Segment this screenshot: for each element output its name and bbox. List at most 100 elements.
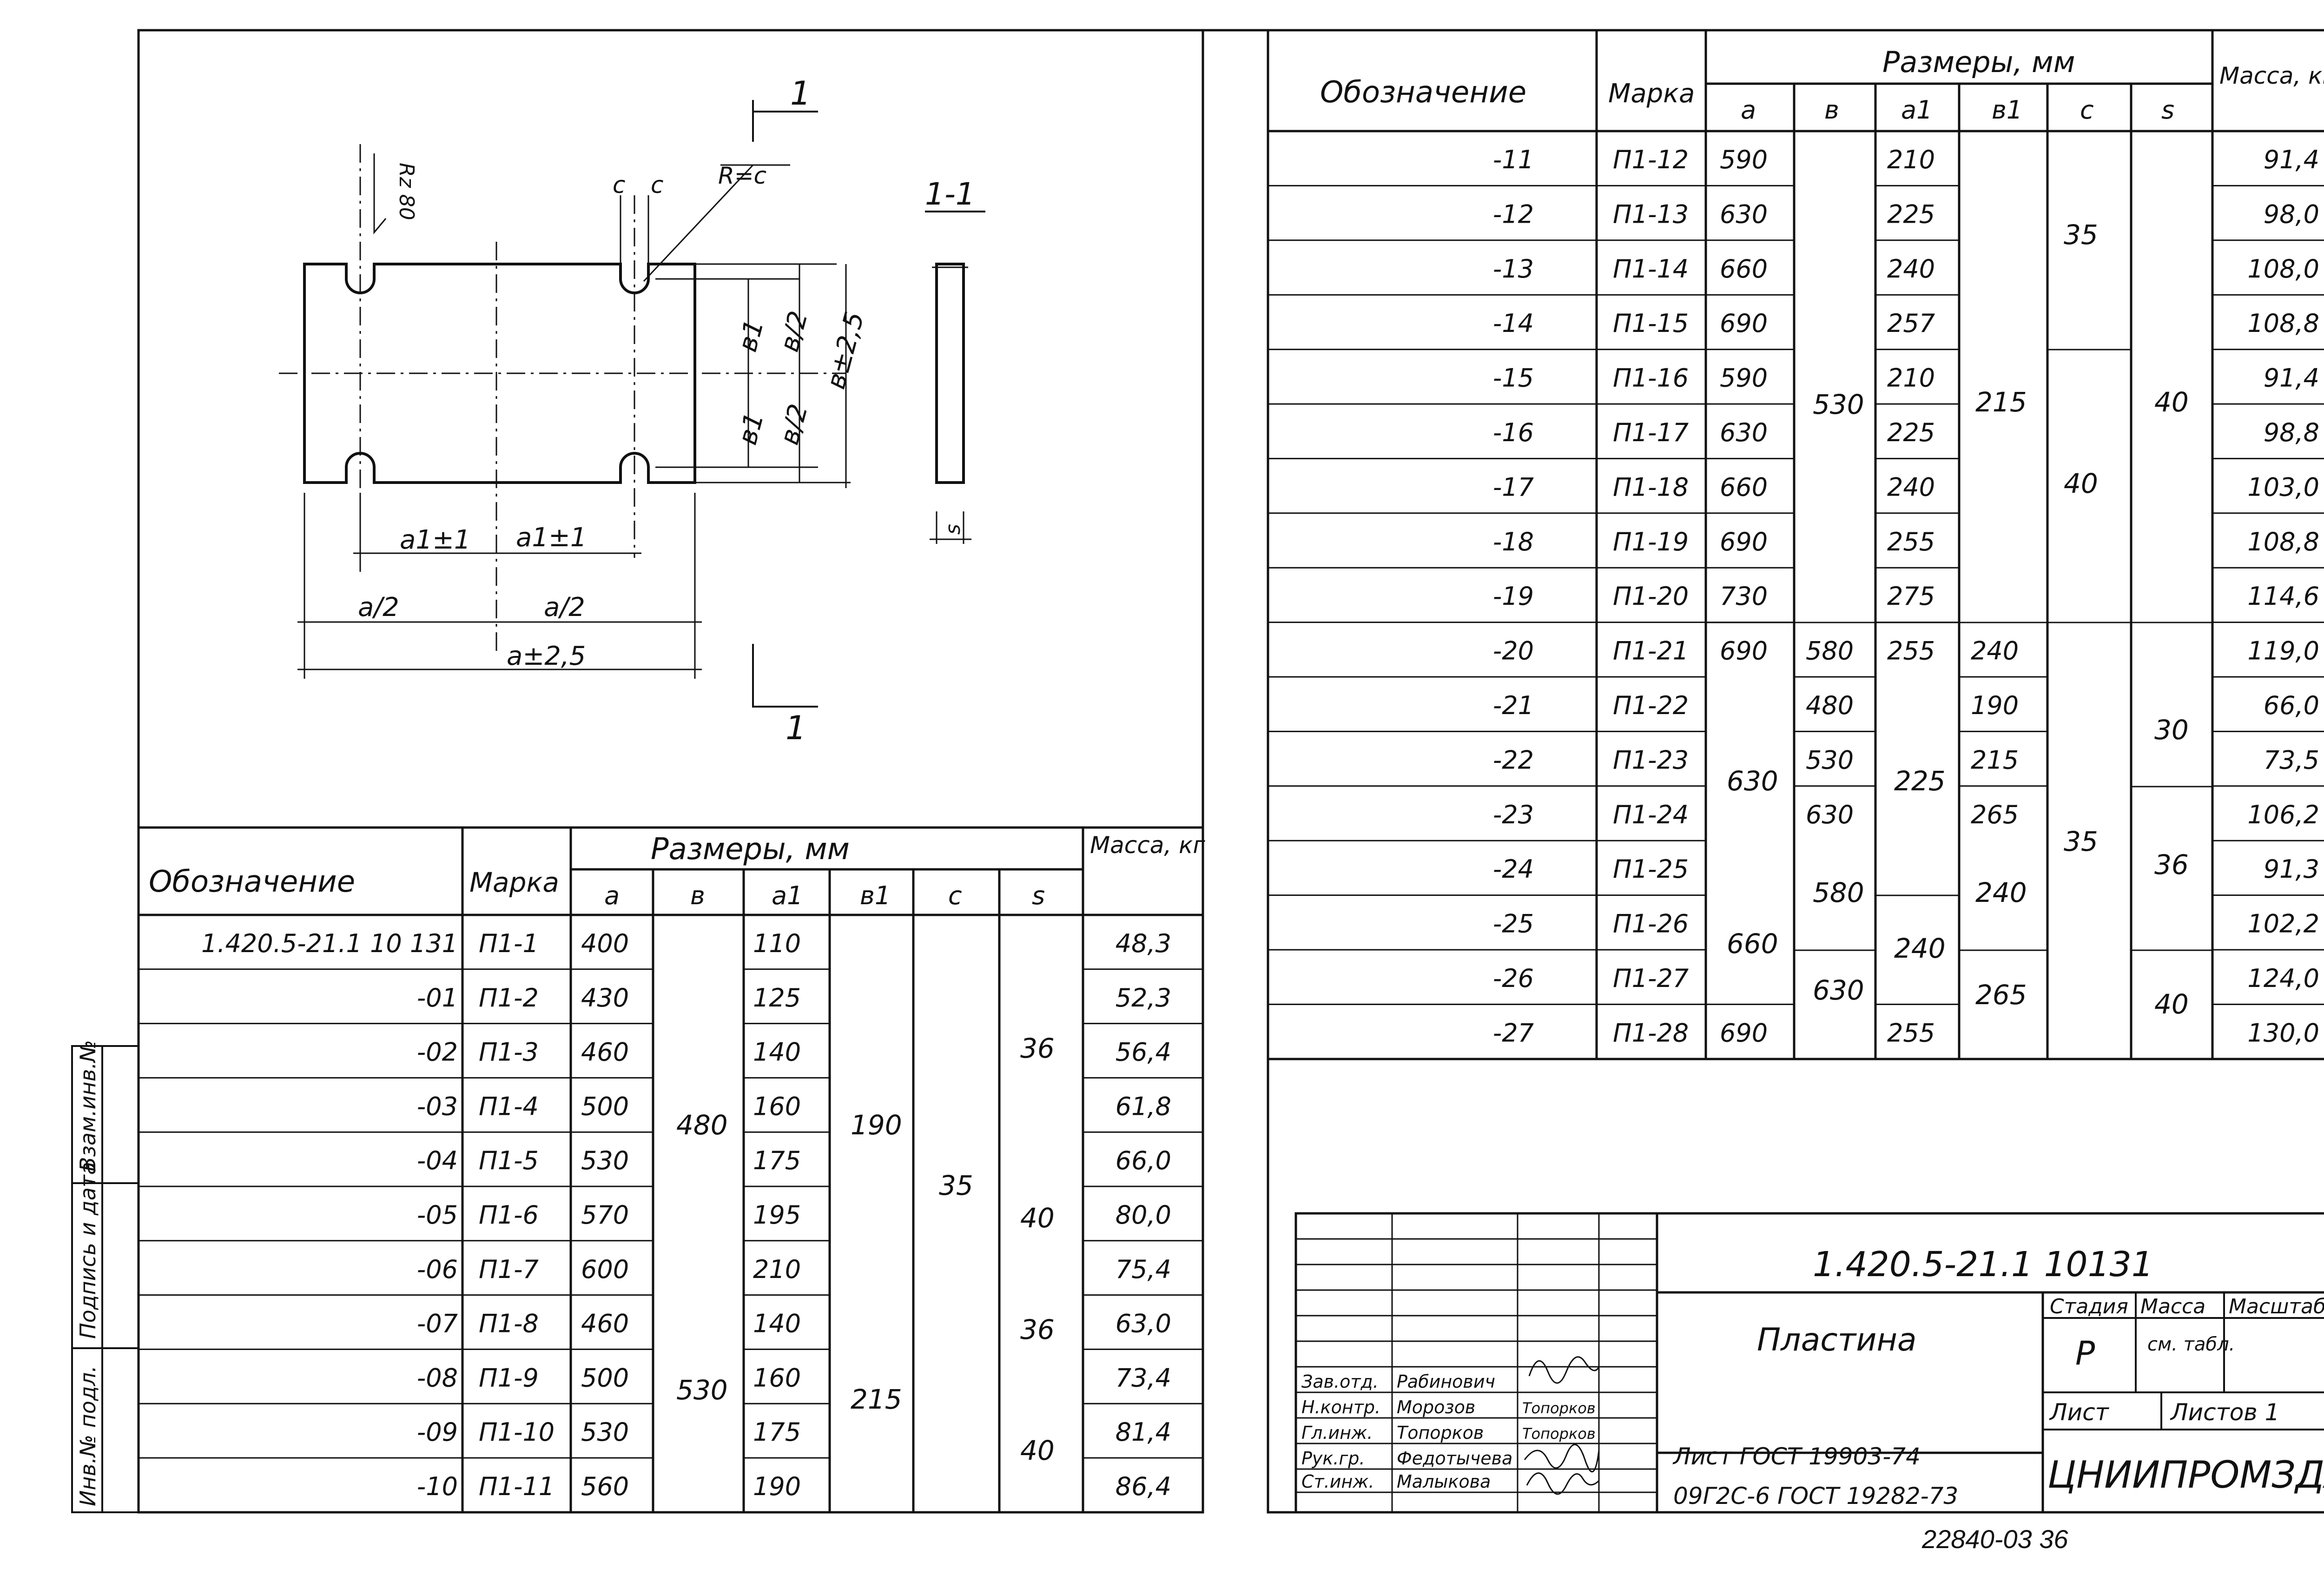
b1-cell: 190 [1971,691,2019,720]
sheet-label: Лист [2049,1399,2110,1426]
left-s3: 36 [1020,1314,1055,1345]
right-table-merged: 530 35 40 40 215 630 225 35 30 36 580 24… [1727,219,2189,1020]
mark-cell: П1-13 [1613,199,1689,229]
left-col-mark: Марка [469,867,559,898]
signer-sign-3: Топорков [1522,1425,1596,1443]
section-mark-bottom: 1 [786,709,806,747]
right-col-mass: Масса, кг [2219,62,2324,89]
designation-cell: -01 [417,983,458,1013]
stage-value: Р [2075,1334,2095,1372]
mass-cell: 124,0 [2247,964,2319,993]
left-table-header: Обозначение Марка Размеры, мм Масса, кг … [149,832,1205,910]
a-cell: 690 [1720,636,1768,666]
mark-cell: П1-19 [1613,527,1689,556]
left-s1: 36 [1020,1033,1055,1064]
mark-cell: П1-2 [479,983,539,1013]
a-cell: 500 [581,1092,629,1121]
designation-cell: -21 [1493,691,1534,720]
left-s2: 40 [1020,1202,1055,1234]
mark-cell: П1-3 [479,1038,539,1067]
mass-cell: 73,4 [1116,1363,1171,1392]
mass-value: см. табл. [2147,1334,2235,1355]
right-b1-265: 265 [1975,979,2027,1011]
dim-b-tol: в±2,5 [821,309,871,392]
stamp-replace-inv: Взам.инв.№ [75,1040,100,1172]
left-col-b: в [690,881,705,910]
signer-name-5: Малыкова [1397,1471,1491,1492]
a-cell: 530 [581,1146,629,1175]
mark-cell: П1-8 [479,1309,539,1338]
mark-cell: П1-6 [479,1200,539,1230]
designation-cell: -24 [1493,854,1534,884]
mass-cell: 106,2 [2247,800,2319,829]
footer-number: 22840-03 36 [1921,1524,2068,1554]
right-b-530: 530 [1813,389,1864,420]
mass-cell: 91,3 [2264,854,2319,884]
mass-cell: 114,6 [2247,582,2319,611]
right-col-a1: a1 [1901,95,1932,125]
left-col-mass: Масса, кг [1090,832,1205,859]
mass-cell: 48,3 [1116,929,1171,958]
a-cell: 500 [581,1363,629,1392]
a1-cell: 210 [1887,364,1935,393]
mass-cell: 98,0 [2264,199,2319,229]
right-a-630: 630 [1727,765,1778,797]
right-b-630: 630 [1813,974,1864,1006]
a1-cell: 255 [1887,1018,1935,1047]
section-mark-top: 1 [790,74,811,113]
mass-cell: 103,0 [2247,472,2319,502]
mass-cell: 91,4 [2264,364,2319,393]
dim-b-half-bottom: в/2 [774,401,814,448]
designation-cell: -17 [1493,472,1534,502]
designation-cell: -15 [1493,364,1534,393]
dim-a-tol: a±2,5 [507,641,586,671]
dim-b-half-top: в/2 [774,308,814,355]
dim-s: s [941,524,965,535]
title-block-grid [1294,1212,2324,1514]
radius-label: R=c [718,162,766,189]
signature-1 [1528,1356,1600,1384]
a1-cell: 175 [753,1146,801,1175]
mass-cell: 73,5 [2264,745,2319,775]
designation-cell: -14 [1493,309,1534,338]
a-cell: 730 [1720,582,1768,611]
mark-cell: П1-10 [479,1417,555,1447]
a1-cell: 240 [1887,472,1935,502]
left-col-designation: Обозначение [149,865,355,899]
designation-cell: -22 [1493,745,1534,775]
designation-cell: -23 [1493,800,1534,829]
a1-cell: 257 [1887,309,1935,338]
right-col-c: c [2080,95,2094,125]
a1-cell: 195 [753,1200,801,1230]
a-cell: 530 [581,1417,629,1447]
stamp-signature-date: Подпись и дата [75,1162,100,1339]
mark-cell: П1-11 [479,1472,555,1501]
mark-cell: П1-9 [479,1363,539,1392]
a-cell: 430 [581,983,629,1013]
mass-cell: 66,0 [2264,691,2319,720]
right-c-35b: 35 [2064,826,2098,857]
b-cell: 580 [1806,636,1854,666]
designation-cell: -12 [1493,199,1534,229]
mass-cell: 102,2 [2247,909,2319,939]
mark-cell: П1-22 [1613,691,1689,720]
mass-cell: 86,4 [1116,1472,1171,1501]
sheets-count: Листов 1 [2170,1399,2279,1426]
signer-name-4: Федотычева [1397,1448,1512,1469]
signature-5 [1526,1472,1600,1495]
left-b-top: 480 [676,1109,728,1141]
mass-cell: 80,0 [1116,1200,1171,1230]
left-table-grid [137,826,1204,1514]
right-col-designation: Обозначение [1320,75,1526,110]
right-s-36: 36 [2154,849,2189,881]
right-col-s: s [2161,95,2174,125]
a1-cell: 275 [1887,582,1935,611]
left-table-rows [139,968,1203,1459]
a-cell: 460 [581,1038,629,1067]
right-s-30: 30 [2154,714,2189,746]
designation-cell: -02 [417,1038,458,1067]
left-b-bottom: 530 [676,1374,728,1406]
right-b1-215: 215 [1975,386,2027,418]
mass-cell: 108,8 [2247,527,2319,556]
right-table-grid [1267,29,2324,1060]
